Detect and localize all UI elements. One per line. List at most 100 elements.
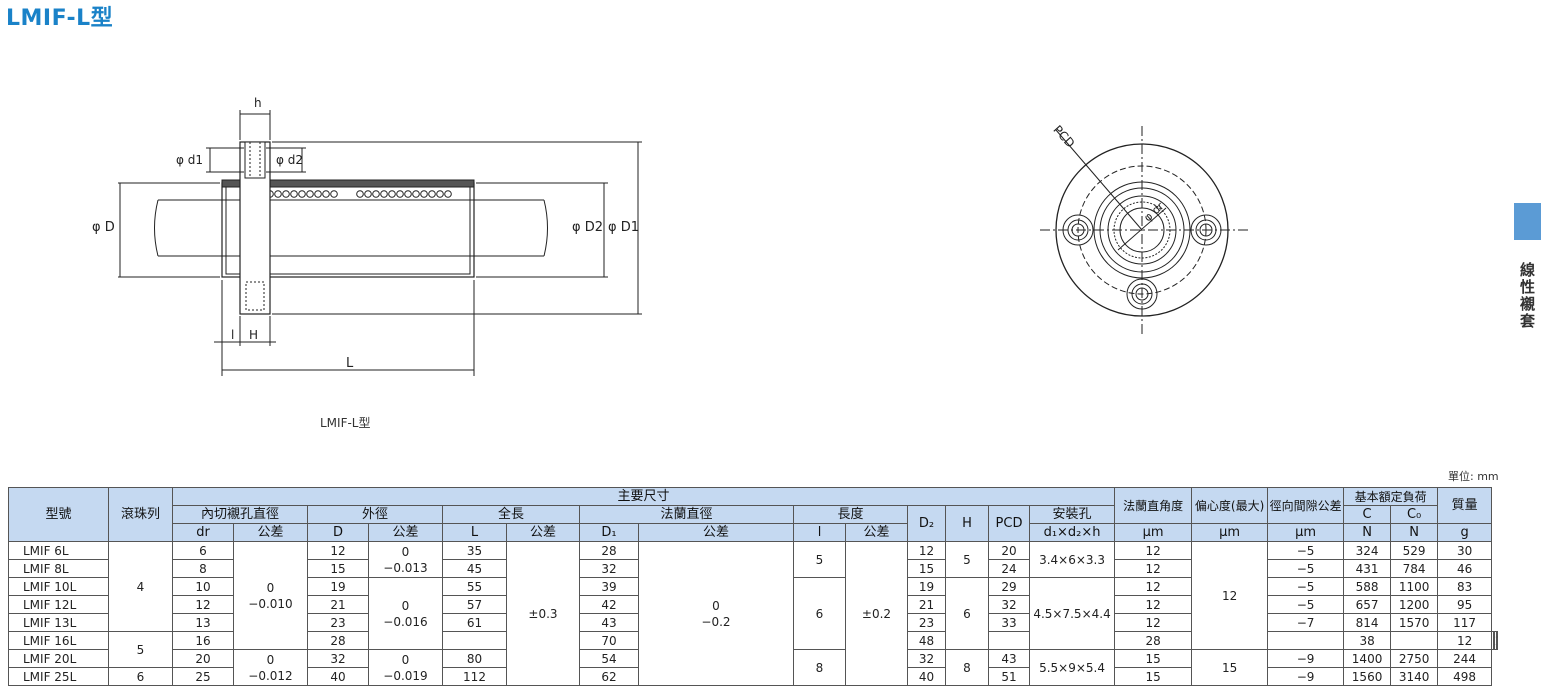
th-dr-tol: 公差 (233, 523, 308, 542)
cell-D1: 32 (579, 559, 639, 578)
cell-C0: 2750 (1390, 649, 1439, 668)
th-dr: dr (172, 523, 234, 542)
cell-model: LMIF 25L (8, 667, 109, 686)
th-length: 長度 (793, 505, 908, 524)
cell-balls: 5 (108, 631, 173, 668)
cell-H-empty (1267, 631, 1345, 650)
technical-drawing: h φ d1 φ d2 φ D φ D2 φ D1 l H L PCD φ dr (92, 96, 1248, 376)
cell-mass: 46 (1437, 559, 1493, 578)
cell-perp: 12 (1114, 541, 1193, 560)
cell-D2: 40 (907, 667, 946, 686)
cell-C0: 784 (1390, 559, 1439, 578)
cell-D: 15 (307, 559, 369, 578)
cell-D1: 48 (907, 631, 946, 650)
cell-PCD: 24 (988, 559, 1030, 578)
cell-D-tol: 0−0.016 (368, 577, 443, 650)
cell-hole: 3.4×6×3.3 (1028, 541, 1116, 578)
th-C0: C₀ (1390, 505, 1439, 524)
cell-C: 1560 (1343, 667, 1392, 686)
pcd-label: PCD (1050, 123, 1077, 151)
th-D-tol: 公差 (368, 523, 443, 542)
table-row: LMIF 16L 5 16 28 70 48 28 38 12 −7 1230 … (8, 631, 1498, 668)
cell-model: LMIF 20L (8, 649, 109, 668)
cell-clear: −7 (1267, 613, 1345, 632)
th-D1: D₁ (579, 523, 639, 542)
cell-dr: 6 (172, 541, 234, 560)
cell-D: 28 (307, 631, 369, 650)
cell-perp: 12 (1114, 595, 1193, 614)
cell-PCD: 32 (988, 595, 1030, 614)
cell-C: 1400 (1343, 649, 1392, 668)
cell-L: 57 (442, 595, 507, 614)
cell-C0: 1100 (1390, 577, 1439, 596)
cell-C: 657 (1343, 595, 1392, 614)
th-l-tol: 公差 (845, 523, 908, 542)
front-view (1040, 126, 1248, 336)
cell-model: LMIF 10L (8, 577, 109, 596)
cell-L: 70 (579, 631, 639, 650)
cell-perp: 12 (1114, 559, 1193, 578)
cell-D2: 19 (907, 577, 946, 596)
cell-l: 8 (793, 649, 846, 686)
page-title: LMIF-L型 (6, 6, 114, 31)
th-L-tol: 公差 (506, 523, 580, 542)
cell-D2: 28 (1114, 631, 1193, 650)
cell-L-tol: ±0.3 (506, 541, 580, 686)
cell-D1: 43 (579, 613, 639, 632)
cell-D: 32 (307, 649, 369, 668)
table-row: LMIF 8L 8 15 45 32 15 24 12 −5 431 784 4… (8, 559, 1498, 578)
table-row: LMIF 25L 6 25 40 112 62 40 51 15 −9 1560… (8, 667, 1498, 686)
cell-mass: 244 (1437, 649, 1493, 668)
th-mount-hole: 安裝孔 (1028, 505, 1116, 524)
cell-D-tol: 0−0.019 (368, 649, 443, 686)
cell-PCD: 51 (988, 667, 1030, 686)
cell-PCD: 33 (988, 613, 1030, 632)
cell-D2: 32 (907, 649, 946, 668)
cell-hole: 4.5×7.5×4.4 (1028, 577, 1116, 650)
cell-D2: 12 (907, 541, 946, 560)
unit-label: 單位: mm (1448, 470, 1499, 483)
th-H: H (945, 505, 989, 542)
th-PCD: PCD (988, 505, 1030, 542)
cell-D1-tol: 0−0.2 (638, 541, 794, 686)
th-um-ecc: μm (1191, 523, 1269, 542)
th-l: l (793, 523, 846, 542)
cell-dr: 16 (172, 631, 234, 650)
spec-table: 型號 滾珠列 主要尺寸 法蘭直角度 偏心度(最大) 徑向間隙公差 基本額定負荷 … (8, 487, 1498, 686)
cell-perp: 12 (1114, 577, 1193, 596)
cell-PCD: 20 (988, 541, 1030, 560)
cell-PCD: 43 (988, 649, 1030, 668)
cell-mass: 117 (1437, 613, 1493, 632)
cell-D: 12 (307, 541, 369, 560)
th-D1-tol: 公差 (638, 523, 794, 542)
cell-model: LMIF 8L (8, 559, 109, 578)
cell-dr: 25 (172, 667, 234, 686)
cell-mass: 95 (1437, 595, 1493, 614)
cell-D1: 39 (579, 577, 639, 596)
cell-H: 8 (945, 649, 989, 686)
cell-l: 6 (793, 577, 846, 650)
dim-D2-label: φ D2 (572, 220, 603, 235)
cell-l: 5 (793, 541, 846, 578)
table-row: LMIF 13L 13 23 61 43 23 33 12 −7 814 157… (8, 613, 1498, 632)
th-perpendicularity: 法蘭直角度 (1114, 487, 1193, 524)
dim-L-label: L (346, 356, 354, 371)
dim-d2-label: φ d2 (276, 153, 303, 167)
th-hole-dims: d₁×d₂×h (1028, 523, 1116, 542)
dim-h-label: h (254, 96, 262, 110)
table-row: LMIF 20L 20 0−0.012 32 0−0.019 80 54 8 3… (8, 649, 1498, 686)
cell-H: 5 (945, 541, 989, 578)
cell-hole-empty (1390, 631, 1439, 650)
th-outer-dia: 外徑 (307, 505, 443, 524)
cell-D: 40 (307, 667, 369, 686)
cell-C0: 3140 (1390, 667, 1439, 686)
section-tab-marker (1514, 203, 1541, 240)
table-row: LMIF 6L 4 6 0−0.010 12 0−0.013 35 ±0.3 2… (8, 541, 1498, 686)
cell-L: 80 (442, 649, 507, 668)
cell-mass: 498 (1437, 667, 1493, 686)
th-D: D (307, 523, 369, 542)
cell-C: 324 (1343, 541, 1392, 560)
dim-l-label: l (231, 328, 234, 342)
cell-C: 814 (1343, 613, 1392, 632)
th-clearance: 徑向間隙公差 (1267, 487, 1345, 524)
